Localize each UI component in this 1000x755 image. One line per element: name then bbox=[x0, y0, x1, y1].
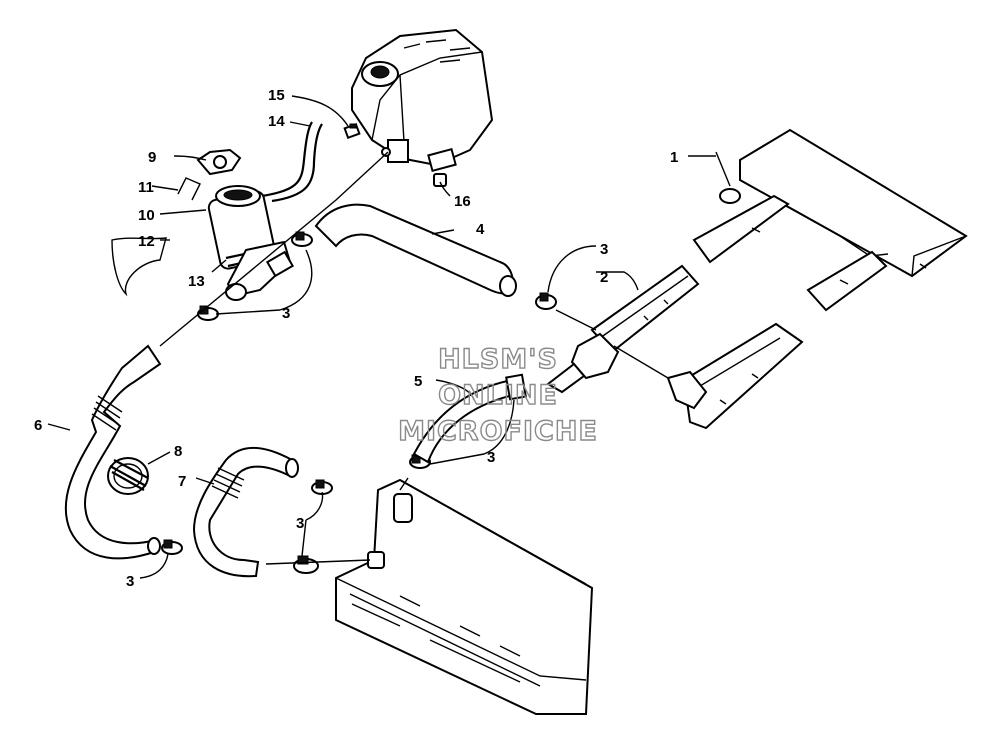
callout-3-bottom: 3 bbox=[126, 573, 134, 590]
callout-11: 11 bbox=[138, 179, 154, 196]
spring-clamp-8 bbox=[107, 457, 149, 495]
callout-9: 9 bbox=[148, 149, 156, 166]
watermark-line-2: ONLINE bbox=[438, 380, 558, 411]
callout-15: 15 bbox=[268, 87, 285, 104]
callout-16: 16 bbox=[454, 193, 471, 210]
callout-3-top: 3 bbox=[282, 305, 290, 322]
callout-2: 2 bbox=[600, 269, 608, 286]
lower-heat-exchanger bbox=[335, 478, 594, 715]
clamp-3-left bbox=[197, 305, 219, 321]
hose-4 bbox=[314, 203, 517, 297]
thermostat-housing bbox=[196, 148, 295, 301]
coolant-tank bbox=[351, 28, 494, 173]
hose-7 bbox=[192, 446, 299, 578]
callout-1: 1 bbox=[670, 149, 678, 166]
radiator-panel-upper bbox=[692, 128, 968, 312]
heat-shield-12 bbox=[111, 237, 167, 297]
clamp-3-bottom bbox=[293, 555, 319, 574]
hose-fitting-16 bbox=[433, 173, 447, 187]
hose-6 bbox=[64, 344, 162, 560]
hose-5 bbox=[412, 373, 527, 464]
clamp-3-top bbox=[291, 231, 313, 247]
callout-3-mid: 3 bbox=[487, 449, 495, 466]
heat-exchanger-2 bbox=[546, 264, 700, 394]
callout-6: 6 bbox=[34, 417, 42, 434]
callout-14: 14 bbox=[268, 113, 285, 130]
callout-13: 13 bbox=[188, 273, 205, 290]
gasket-11 bbox=[177, 177, 201, 201]
callout-labels: 1 2 3 3 3 3 3 4 5 6 7 8 9 10 11 12 13 14… bbox=[34, 87, 678, 590]
tank-cap bbox=[343, 122, 361, 140]
callout-8: 8 bbox=[174, 443, 182, 460]
clamp-3-lower bbox=[311, 479, 333, 495]
watermark: HLSM'S ONLINE MICROFICHE bbox=[397, 343, 598, 447]
watermark-line-3: MICROFICHE bbox=[398, 416, 598, 447]
radiator-panel-lower bbox=[666, 322, 804, 430]
callout-10: 10 bbox=[138, 207, 155, 224]
clamp-3-right bbox=[535, 292, 557, 310]
callout-12: 12 bbox=[138, 233, 155, 250]
callout-3-lower: 3 bbox=[296, 515, 304, 532]
overflow-hose bbox=[261, 121, 323, 203]
clamp-3-bottom-left bbox=[161, 539, 183, 555]
callout-3-right: 3 bbox=[600, 241, 608, 258]
callout-7: 7 bbox=[178, 473, 186, 490]
bleed-valve-1 bbox=[715, 151, 741, 204]
watermark-line-1: HLSM'S bbox=[438, 344, 558, 375]
callout-4: 4 bbox=[476, 221, 485, 238]
leader-lines bbox=[47, 95, 716, 579]
callout-5: 5 bbox=[414, 373, 422, 390]
